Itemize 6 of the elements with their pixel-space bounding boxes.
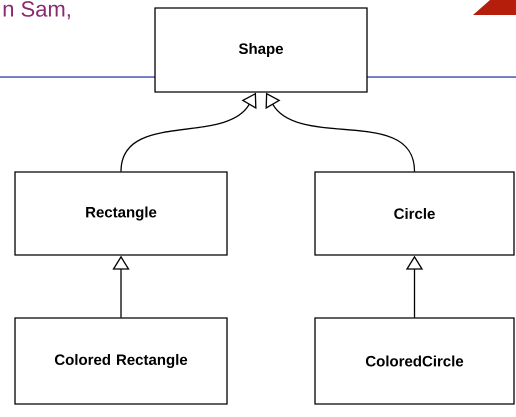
class-box: ColoredCircle [314,317,515,405]
class-box: Shape [154,7,368,93]
class-box: Rectangle [14,171,228,256]
class-box: Colored Rectangle [14,317,228,405]
class-box: Circle [314,171,515,256]
heading-text: n Sam, [4,1,70,20]
